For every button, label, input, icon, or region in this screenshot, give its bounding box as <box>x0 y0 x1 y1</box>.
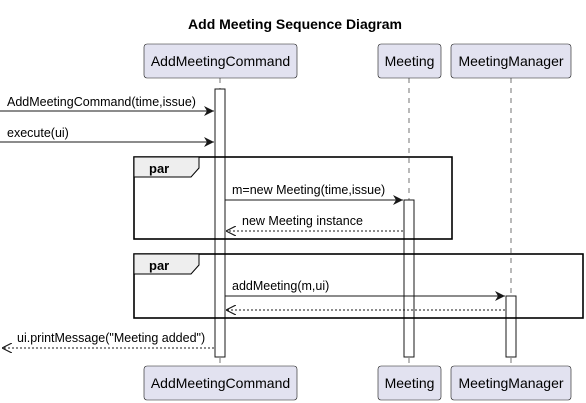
par-fragment-2: par <box>133 253 584 319</box>
message-label-add-meeting: addMeeting(m,ui) <box>232 279 329 293</box>
participant-addmeetingcommand-bottom: AddMeetingCommand <box>143 365 298 401</box>
message-label-meeting-instance: new Meeting instance <box>242 214 363 228</box>
message-label-create-command: AddMeetingCommand(time,issue) <box>7 95 196 109</box>
activation-addmeetingcommand <box>214 88 226 358</box>
participant-meetingmanager-bottom: MeetingManager <box>450 365 572 401</box>
participant-addmeetingcommand-top: AddMeetingCommand <box>143 43 298 79</box>
fragment-label: par <box>149 161 169 176</box>
message-label-new-meeting: m=new Meeting(time,issue) <box>232 183 385 197</box>
message-label-execute: execute(ui) <box>7 126 69 140</box>
participant-meetingmanager-top: MeetingManager <box>450 43 572 79</box>
participant-meeting-top: Meeting <box>377 43 442 79</box>
participant-label: Meeting <box>385 375 435 391</box>
participant-meeting-bottom: Meeting <box>377 365 442 401</box>
participant-label: MeetingManager <box>458 53 563 69</box>
fragment-label: par <box>149 258 169 273</box>
activation-meeting <box>403 199 415 358</box>
participant-label: AddMeetingCommand <box>151 375 290 391</box>
participant-label: MeetingManager <box>458 375 563 391</box>
message-label-print: ui.printMessage("Meeting added") <box>17 331 205 345</box>
par-fragment-1: par <box>133 156 453 240</box>
participant-label: Meeting <box>385 53 435 69</box>
participant-label: AddMeetingCommand <box>151 53 290 69</box>
activation-meetingmanager <box>505 295 517 358</box>
diagram-title: Add Meeting Sequence Diagram <box>188 16 402 32</box>
